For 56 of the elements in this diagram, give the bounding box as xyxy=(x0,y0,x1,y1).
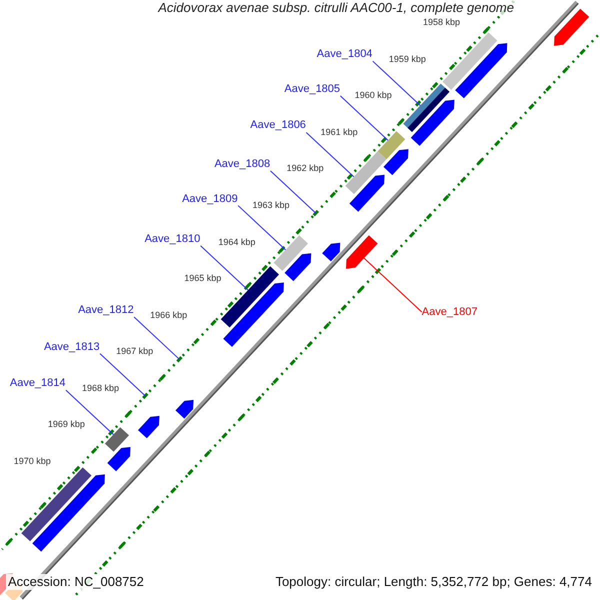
gene-bar xyxy=(384,149,408,176)
title: Acidovorax avenae subsp. citrulli AAC00-1, complete genome xyxy=(158,0,514,16)
gene-label: Aave_1813 xyxy=(44,340,100,354)
gene-label: Aave_1806 xyxy=(250,119,306,132)
leader-line xyxy=(340,95,388,141)
leader-line xyxy=(372,60,421,106)
scale-label: 1961 kbp xyxy=(320,126,358,138)
leader-line xyxy=(200,245,249,291)
gene-bar xyxy=(223,282,284,347)
gene-bar xyxy=(410,100,454,146)
gene-bar xyxy=(107,447,130,472)
scale-label: 1964 kbp xyxy=(218,236,256,248)
leader-line xyxy=(306,132,354,178)
gene-label: Aave_1807 xyxy=(422,306,478,318)
gene-bar xyxy=(284,253,312,282)
gene-bar xyxy=(346,235,378,269)
gene-bar xyxy=(442,32,498,90)
leader-line xyxy=(364,258,422,312)
scale-label: 1963 kbp xyxy=(252,200,290,211)
scale-label: 1968 kbp xyxy=(82,382,119,394)
gene-label: Aave_1804 xyxy=(316,48,372,62)
gene-bar xyxy=(378,131,406,160)
gene-bar xyxy=(21,467,92,542)
scale-label: 1960 kbp xyxy=(354,90,392,102)
gene-label: Aave_1812 xyxy=(78,304,134,318)
genome-info-text: Topology: circular; Length: 5,352,772 bp; Genes: 4,774 xyxy=(273,574,594,590)
scale-label: 1970 kbp xyxy=(14,456,51,467)
gene-bar xyxy=(274,235,308,271)
scale-label: 1958 kbp xyxy=(422,17,460,28)
scale-label: 1962 kbp xyxy=(286,163,324,174)
gene-bar xyxy=(349,174,384,212)
gene-label: Aave_1808 xyxy=(214,158,270,171)
leader-line xyxy=(99,353,146,396)
scale-label: 1966 kbp xyxy=(150,310,188,321)
gene-bar xyxy=(554,8,590,46)
scale-label: 1967 kbp xyxy=(116,346,154,358)
scale-label: 1965 kbp xyxy=(184,273,222,284)
gene-bar xyxy=(138,416,160,438)
gene-bar xyxy=(32,474,105,552)
gene-bar xyxy=(345,151,386,194)
accession-text: Accession: NC_008752 xyxy=(6,574,146,590)
scale-label: 1959 kbp xyxy=(388,54,426,65)
gene-bar xyxy=(220,266,279,328)
leader-line xyxy=(238,205,286,250)
gene-label: Aave_1810 xyxy=(144,232,200,246)
leader-line xyxy=(134,316,180,360)
leader-line xyxy=(270,170,316,214)
gene-bar xyxy=(104,427,129,452)
scale-label: 1969 kbp xyxy=(48,419,85,430)
gene-label: Aave_1809 xyxy=(182,192,238,206)
gene-bar xyxy=(455,43,508,98)
gene-label: Aave_1805 xyxy=(284,82,340,96)
gene-bar xyxy=(176,400,194,419)
leader-line xyxy=(65,390,114,435)
gene-label: Aave_1814 xyxy=(10,377,66,390)
gene-bar xyxy=(322,242,340,262)
